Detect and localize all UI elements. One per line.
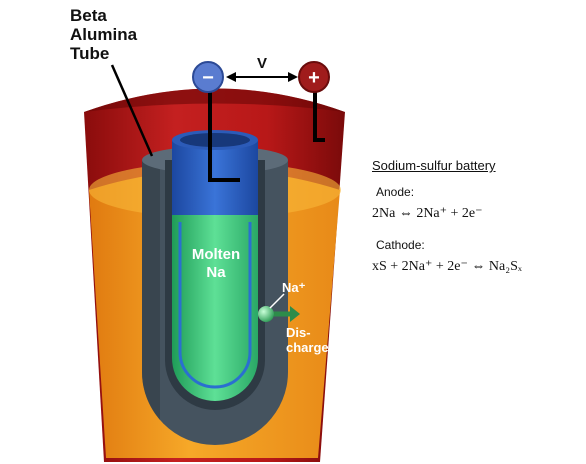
discharge-label: Dis- charge	[286, 325, 336, 355]
anode-current-collector	[172, 130, 258, 215]
cathode-label: Cathode:	[376, 238, 425, 252]
discharge-arrow	[274, 306, 300, 322]
molten-sodium-label: Molten Na	[176, 246, 256, 282]
tube-label-line-1: Beta	[70, 6, 107, 25]
tube-pointer-line	[110, 64, 154, 157]
molten-label-line-1: Molten	[191, 246, 241, 263]
tube-label-line-3: Tube	[70, 44, 110, 63]
molten-label-line-2: Na	[206, 264, 226, 281]
lead-wires	[208, 72, 325, 182]
cathode-equation: xS + 2Na⁺ + 2e⁻ ⇔ Na₂Sₓ	[372, 259, 522, 274]
positive-terminal-symbol: +	[308, 67, 320, 89]
molten-sodium	[172, 215, 258, 401]
anode-label: Anode:	[376, 185, 415, 199]
discharge-label-line-1: Dis-	[286, 325, 311, 340]
negative-terminal: −	[192, 61, 224, 93]
discharge-label-line-2: charge	[286, 340, 329, 355]
ion-pointer-line	[269, 293, 285, 309]
negative-terminal-symbol: −	[202, 67, 214, 89]
reaction-equations-panel: Sodium-sulfur battery Anode: 2Na ⇔ 2Na⁺ …	[372, 158, 582, 291]
beta-alumina-tube-label: Beta Alumina Tube	[70, 6, 190, 63]
positive-terminal: +	[298, 61, 330, 93]
voltage-label: V	[257, 55, 267, 72]
tube-label-line-2: Alumina	[70, 25, 138, 44]
sodium-ion	[258, 306, 274, 322]
sodium-ion-label: Na⁺	[282, 280, 306, 295]
anode-equation: 2Na ⇔ 2Na⁺ + 2e⁻	[372, 206, 483, 221]
equations-title: Sodium-sulfur battery	[372, 158, 496, 173]
